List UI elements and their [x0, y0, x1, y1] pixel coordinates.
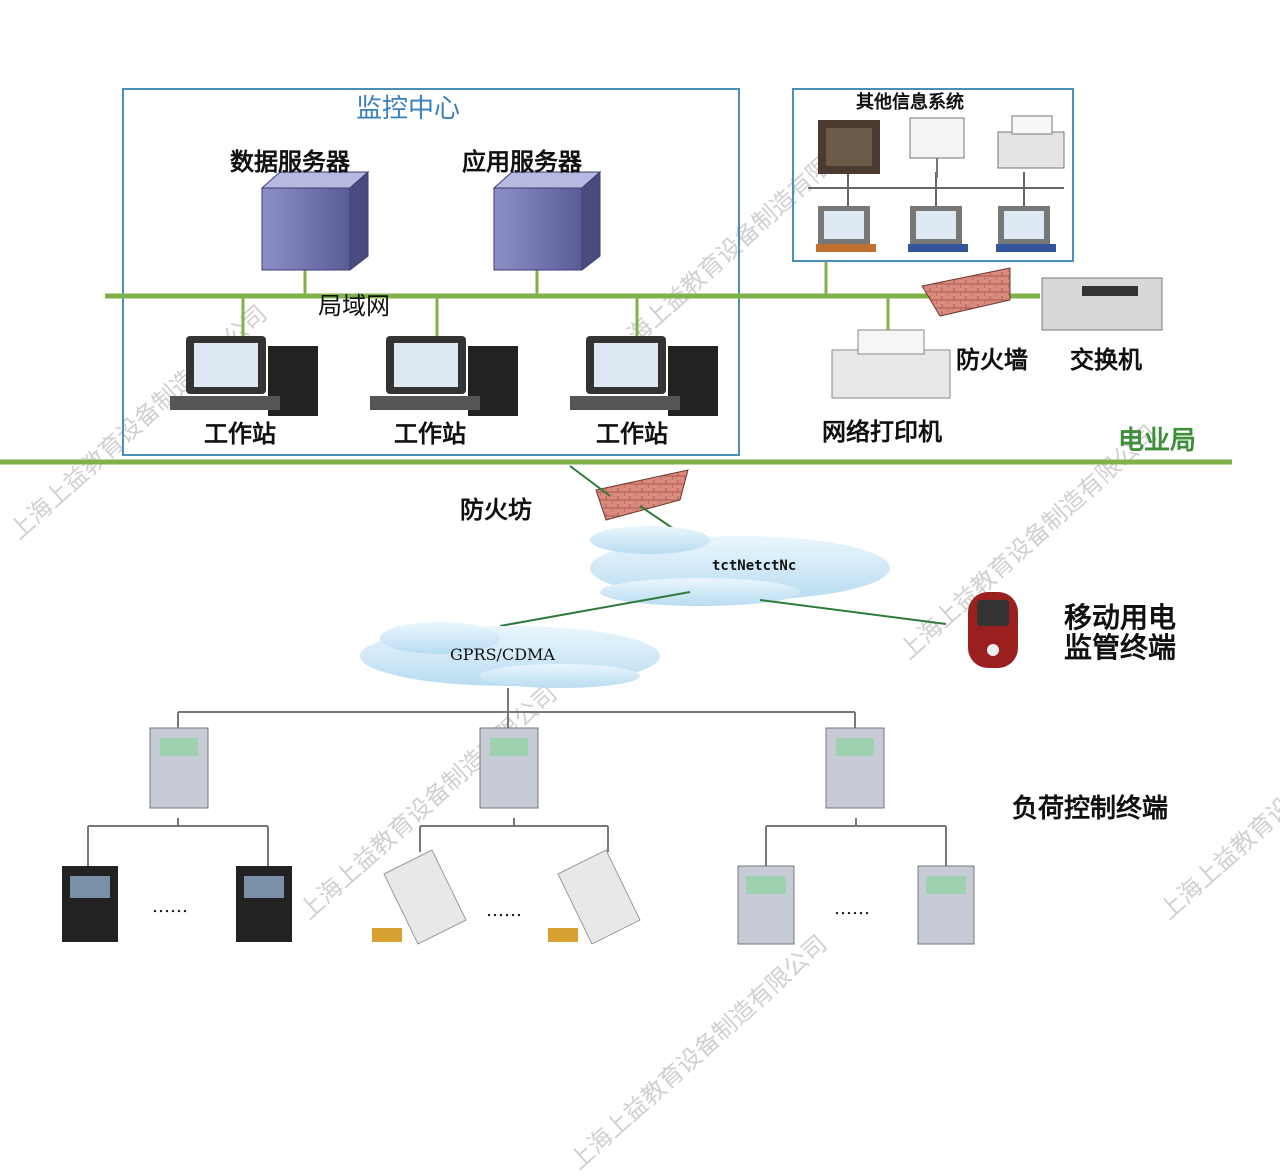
monitor-icon [996, 206, 1056, 252]
workstation-label: 工作站 [204, 419, 276, 448]
white-meter-icon [548, 849, 641, 945]
load-control-meter-icon [825, 727, 885, 809]
gray-meter-icon [737, 865, 795, 945]
load-control-terminal-label: 负荷控制终端 [1012, 794, 1169, 824]
workstation-label: 工作站 [596, 419, 668, 448]
app-server-label: 应用服务器 [462, 147, 582, 176]
firewall-icon [595, 469, 689, 521]
data-server-icon [260, 170, 370, 272]
workstation-label: 工作站 [394, 419, 466, 448]
workstation-icon [570, 336, 718, 416]
workstation-icon [370, 336, 518, 416]
server-tower-icon [818, 120, 880, 174]
ellipsis: …… [486, 900, 522, 921]
gprs-cloud-icon [360, 622, 660, 688]
switch-label: 交换机 [1070, 345, 1142, 374]
firewall-bottom-label: 防火坊 [460, 495, 532, 524]
ellipsis: …… [152, 896, 188, 917]
monitor-center-title: 监控中心 [356, 94, 461, 124]
app-server-icon [492, 170, 602, 272]
network-printer-icon [831, 329, 951, 399]
network-printer-label: 网络打印机 [822, 417, 942, 446]
monitor-icon [908, 206, 968, 252]
monitor-icon [816, 206, 876, 252]
black-meter-icon [62, 866, 118, 942]
switch-icon [1041, 277, 1163, 331]
mobile-terminal-label-line2: 监管终端 [1064, 631, 1177, 664]
black-meter-icon [236, 866, 292, 942]
load-control-meter-icon [479, 727, 539, 809]
diagram-canvas [0, 115, 1232, 945]
bureau-label: 电业局 [1118, 426, 1197, 456]
gprs-label: GPRS/CDMA [450, 645, 555, 664]
firewall-icon [921, 267, 1011, 317]
mobile-terminal-label-line1: 移动用电 [1064, 601, 1177, 634]
white-meter-icon [372, 849, 467, 945]
mobile-phone-icon [968, 592, 1018, 668]
other-systems-frame [792, 88, 1074, 262]
internet-label: tctNetctNc [712, 558, 797, 574]
gray-meter-icon [917, 865, 975, 945]
workstation-icon [170, 336, 318, 416]
lan-label: 局域网 [318, 292, 390, 320]
projector-screen-icon [909, 117, 965, 178]
other-systems-title: 其他信息系统 [856, 92, 964, 113]
ellipsis: …… [834, 898, 870, 919]
monitor-center-frame [122, 88, 740, 456]
load-control-meter-icon [149, 727, 209, 809]
data-server-label: 数据服务器 [230, 147, 350, 176]
firewall-label: 防火墙 [956, 345, 1028, 374]
printer-icon [997, 115, 1065, 169]
